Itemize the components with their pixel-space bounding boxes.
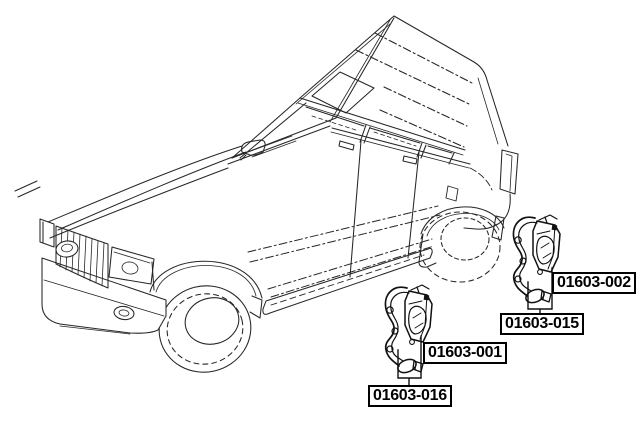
right-headlight [108, 246, 155, 285]
part-label-front-bracket: 01603-016 [368, 385, 452, 407]
part-label-rear-sensor: 01603-002 [552, 272, 636, 294]
tail-light [499, 149, 519, 195]
front-grille [55, 225, 109, 289]
sunroof [311, 71, 375, 114]
side-creases [247, 205, 441, 298]
roof-ribs [355, 32, 473, 148]
rear-door-handle [402, 155, 418, 165]
front-door-handle [338, 140, 355, 151]
door-mirror [240, 139, 266, 161]
left-headlight [39, 218, 55, 248]
fog-light [113, 305, 135, 321]
front-bumper [41, 257, 167, 334]
part-label-rear-bracket: 01603-015 [500, 313, 584, 335]
front-wheel [158, 285, 252, 373]
rear-wheel [419, 211, 501, 283]
running-board [262, 247, 433, 315]
vehicle-line-art [14, 15, 519, 373]
part-label-front-sensor: 01603-001 [423, 342, 507, 364]
fuel-door [445, 185, 459, 202]
